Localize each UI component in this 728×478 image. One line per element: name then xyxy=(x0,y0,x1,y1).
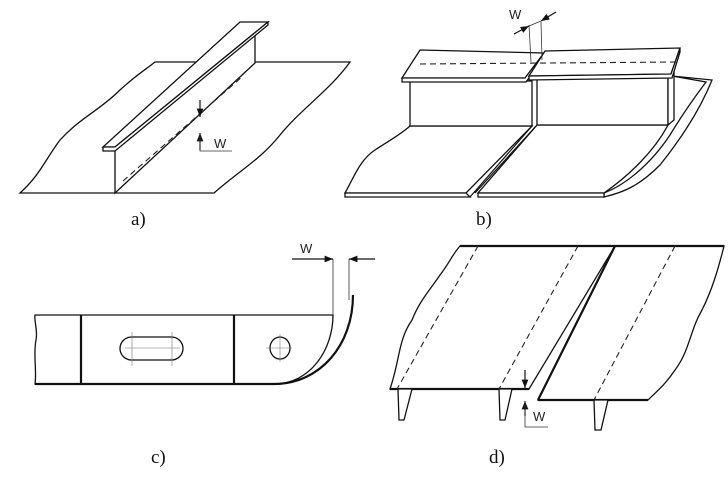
panel-b-butt-joint: W b) xyxy=(343,7,713,230)
stiffener-line-3 xyxy=(593,245,676,401)
panel-d-stiffened-panels: W d) xyxy=(389,244,725,468)
stiffener-leg-3 xyxy=(593,399,609,431)
flange-inner xyxy=(332,259,350,315)
panel-a-t-stiffener: W a) xyxy=(18,20,352,230)
frame-body xyxy=(34,314,334,385)
flange-thickness xyxy=(102,20,269,152)
flange-curve xyxy=(273,294,355,386)
top-flange-right xyxy=(527,47,681,77)
joint-line xyxy=(460,244,724,401)
web-right xyxy=(536,76,669,126)
caption-c: c) xyxy=(151,447,166,468)
dim-label: W xyxy=(214,136,227,151)
web-left xyxy=(409,80,533,127)
dim-label: W xyxy=(533,409,546,424)
stiffener-leg-2 xyxy=(498,388,513,421)
dim-arrow-left xyxy=(513,25,530,35)
top-flange-right-edge xyxy=(528,47,681,81)
bottom-plate-right-edge xyxy=(477,192,605,198)
caption-b: b) xyxy=(476,209,492,230)
stiffener-line-2 xyxy=(498,245,579,390)
stiffener-line-1 xyxy=(396,245,479,390)
dim-extension-lines xyxy=(528,21,543,63)
slot-hole xyxy=(119,336,184,361)
stiffener-leg-1 xyxy=(397,388,413,421)
centerline xyxy=(419,61,678,65)
dim-label: W xyxy=(509,7,522,22)
dim-leader xyxy=(199,133,232,152)
panel-right xyxy=(536,245,725,401)
panel-c-frame-flange: W c) xyxy=(34,241,375,468)
weld-line xyxy=(122,75,244,182)
dim-arrow-right xyxy=(540,11,557,22)
dim-label: W xyxy=(300,241,313,256)
bottom-plate-left-edge xyxy=(344,192,472,198)
caption-a: a) xyxy=(131,209,146,230)
caption-d: d) xyxy=(489,447,505,468)
plate-gap-line xyxy=(469,124,538,198)
